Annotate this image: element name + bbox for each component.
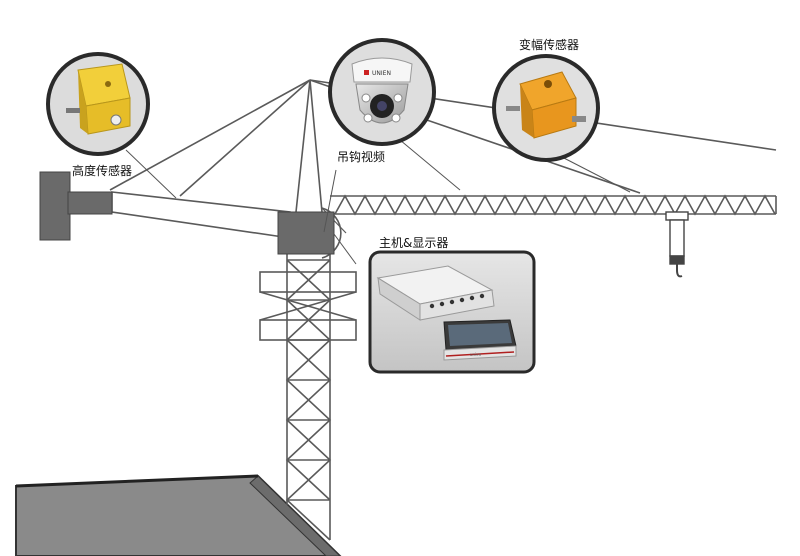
hook-trolley xyxy=(665,211,689,278)
main-jib xyxy=(330,194,777,216)
height-sensor-label: 高度传感器 xyxy=(72,164,133,178)
dome-camera-icon: UNIEN xyxy=(328,38,436,146)
crane-top-mast xyxy=(109,79,777,213)
counter-jib xyxy=(39,171,291,241)
tower-mast xyxy=(259,250,357,541)
touch-display-icon: unien xyxy=(443,319,517,361)
height-sensor-icon xyxy=(46,52,150,156)
slewing-unit xyxy=(277,207,347,259)
amplitude-sensor-label: 变幅传感器 xyxy=(519,38,580,52)
hook-video-label: 吊钩视频 xyxy=(337,150,386,164)
controller-box-icon xyxy=(376,265,495,321)
building-roof xyxy=(15,474,342,556)
camera-brand-text: UNIEN xyxy=(372,70,391,77)
display-brand-text: unien xyxy=(470,352,482,357)
host-display-panel: unien xyxy=(368,250,536,374)
amplitude-sensor-icon xyxy=(492,54,600,162)
leader-lines xyxy=(125,139,631,265)
host-display-label: 主机&显示器 xyxy=(379,236,449,250)
